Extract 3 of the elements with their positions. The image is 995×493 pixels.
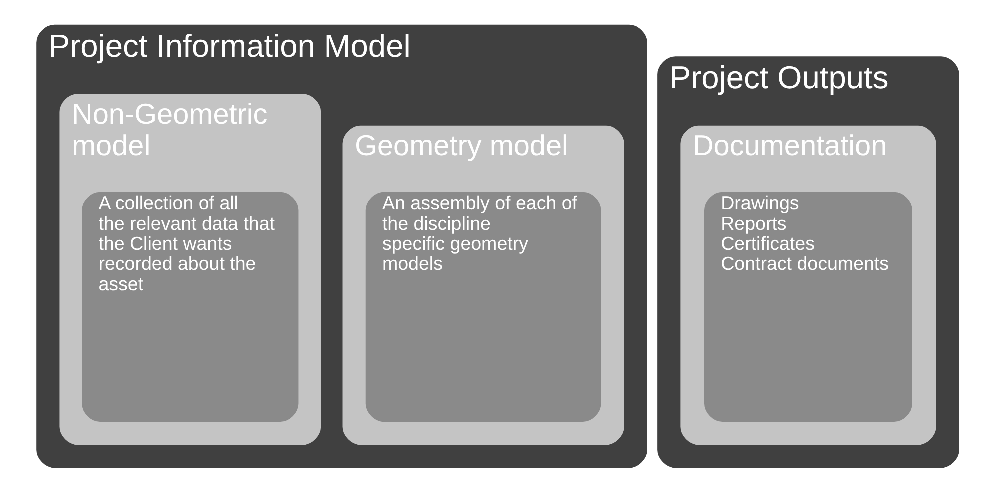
node-box: A collection of all the relevant data that the Client wants recorded about the asset [82,192,298,422]
node-box: Drawings Reports Certificates Contract documents [704,192,912,422]
node-box: An assembly of each of the discipline specific geometry models [365,192,601,422]
